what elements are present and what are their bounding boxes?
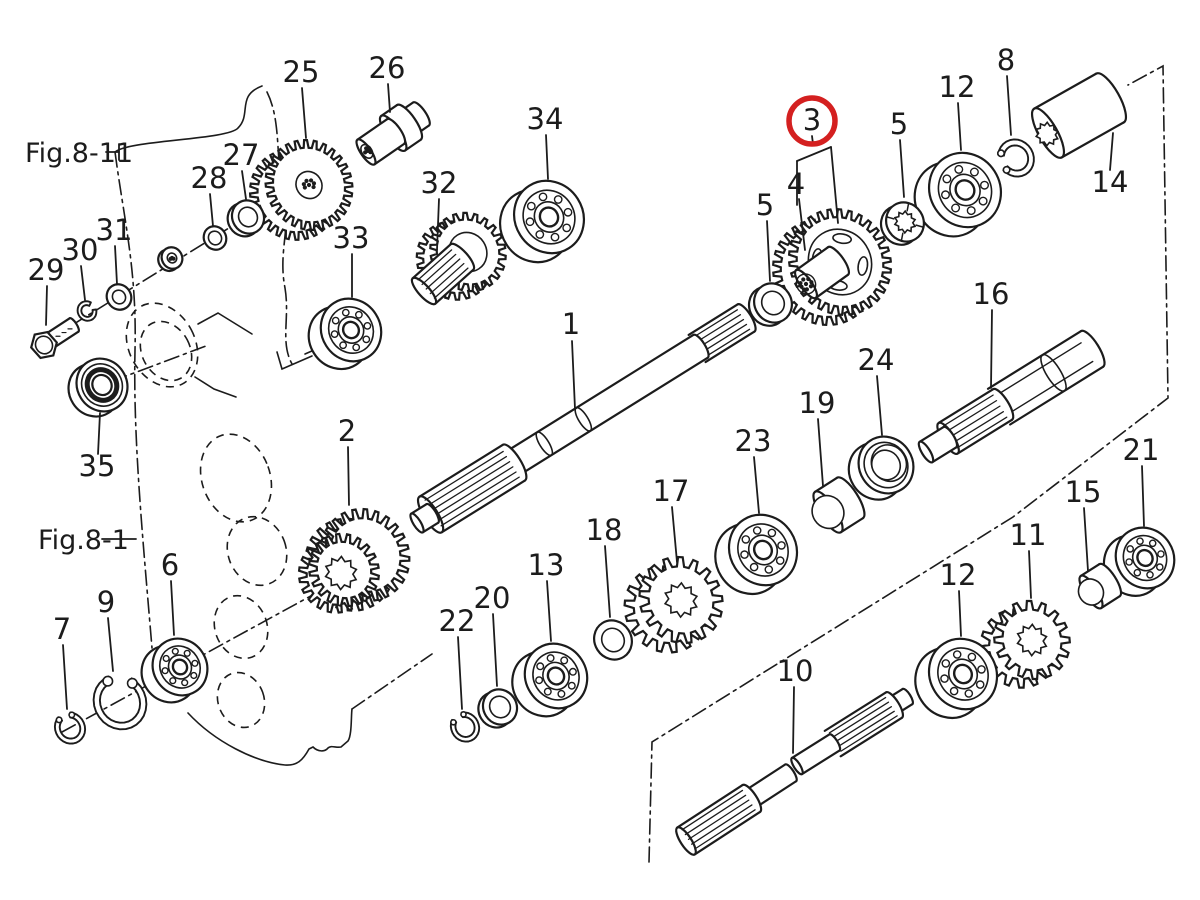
part-label-3: 3 bbox=[803, 103, 821, 137]
counter-shaft-10 bbox=[675, 687, 915, 856]
washer-5 bbox=[747, 282, 793, 327]
bearing-21 bbox=[1102, 526, 1176, 597]
part-label-34: 34 bbox=[527, 102, 564, 136]
part-label-12: 12 bbox=[940, 558, 977, 592]
part-label-2: 2 bbox=[338, 414, 356, 448]
pto-shaft-16 bbox=[917, 329, 1106, 464]
bolt-26 bbox=[355, 101, 431, 166]
bearing-12-top bbox=[913, 151, 1002, 238]
callout-labels: 1234556789101112121314151617181920212223… bbox=[25, 43, 1160, 754]
bearing-34 bbox=[499, 179, 585, 264]
circlip-8 bbox=[996, 138, 1035, 178]
part-label-6: 6 bbox=[161, 548, 179, 582]
part-label-25: 25 bbox=[283, 55, 320, 89]
gear-25 bbox=[248, 139, 354, 241]
bearing-6 bbox=[140, 637, 209, 704]
part-label-4: 4 bbox=[787, 167, 805, 201]
part-label-13: 13 bbox=[528, 548, 565, 582]
part-label-1: 1 bbox=[562, 307, 580, 341]
fig-8-1-label: Fig.8-1 bbox=[38, 525, 129, 556]
gear-11 bbox=[979, 599, 1071, 689]
part-label-7: 7 bbox=[53, 612, 71, 646]
part-label-19: 19 bbox=[799, 386, 836, 420]
part-label-15: 15 bbox=[1065, 475, 1102, 509]
part-label-12: 12 bbox=[939, 70, 976, 104]
part-label-21: 21 bbox=[1123, 433, 1160, 467]
bearing-13 bbox=[511, 642, 589, 718]
part-label-28: 28 bbox=[191, 161, 228, 195]
part-label-22: 22 bbox=[439, 604, 476, 638]
part-label-14: 14 bbox=[1092, 165, 1129, 199]
bearing-33 bbox=[307, 297, 383, 371]
part-label-32: 32 bbox=[421, 166, 458, 200]
snap-ring-9 bbox=[92, 675, 148, 731]
bushing-19 bbox=[811, 476, 866, 534]
washer-18 bbox=[593, 619, 633, 661]
oil-seal-35 bbox=[67, 357, 129, 418]
part-label-29: 29 bbox=[28, 253, 65, 287]
gear-shaft-32 bbox=[410, 211, 507, 306]
clip-30 bbox=[76, 300, 98, 322]
collar-24 bbox=[847, 435, 915, 501]
bushing-15 bbox=[1077, 562, 1123, 610]
washer-28 bbox=[202, 225, 228, 251]
small-nut bbox=[157, 246, 184, 273]
part-label-26: 26 bbox=[369, 51, 406, 85]
part-label-18: 18 bbox=[586, 513, 623, 547]
part-label-20: 20 bbox=[474, 581, 511, 615]
part-label-9: 9 bbox=[97, 585, 115, 619]
circlip-22 bbox=[449, 711, 481, 743]
part-label-16: 16 bbox=[973, 277, 1010, 311]
splined-washer-5 bbox=[879, 201, 925, 246]
part-label-5: 5 bbox=[756, 188, 774, 222]
washer-20 bbox=[477, 688, 519, 729]
part-label-35: 35 bbox=[79, 449, 116, 483]
main-shaft-1 bbox=[409, 303, 757, 534]
part-label-30: 30 bbox=[62, 233, 99, 267]
part-label-31: 31 bbox=[96, 213, 133, 247]
bearing-23 bbox=[714, 513, 799, 595]
housing-outline bbox=[47, 64, 1169, 863]
circlip-7 bbox=[53, 711, 87, 745]
part-label-8: 8 bbox=[997, 43, 1015, 77]
part-label-24: 24 bbox=[858, 343, 895, 377]
bearing-12-bottom bbox=[914, 637, 999, 719]
gear-17 bbox=[623, 555, 724, 654]
highlight-circle-part-3 bbox=[786, 95, 838, 147]
double-gear-2 bbox=[297, 507, 411, 614]
washer-27 bbox=[226, 199, 266, 238]
part-label-5: 5 bbox=[890, 107, 908, 141]
fig-8-11-label: Fig.8-11 bbox=[25, 138, 133, 169]
washer-31 bbox=[105, 283, 133, 311]
part-label-27: 27 bbox=[223, 138, 260, 172]
part-label-10: 10 bbox=[777, 654, 814, 688]
sleeve-14 bbox=[1030, 72, 1128, 159]
part-label-33: 33 bbox=[333, 221, 370, 255]
gear-3-with-hub-4 bbox=[772, 208, 893, 327]
part-label-23: 23 bbox=[735, 424, 772, 458]
part-label-17: 17 bbox=[653, 474, 690, 508]
part-label-11: 11 bbox=[1010, 518, 1047, 552]
bolt-29 bbox=[29, 317, 80, 360]
